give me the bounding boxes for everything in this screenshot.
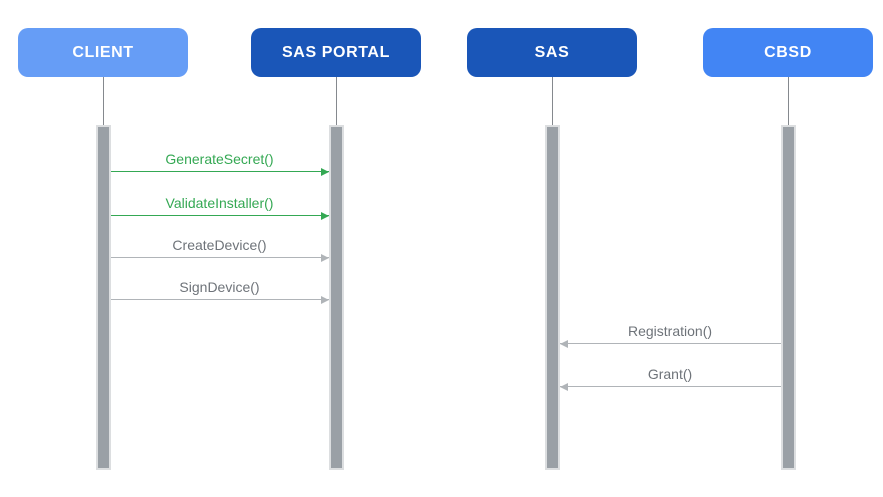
activation-bar-cbsd	[780, 125, 796, 470]
message-generatesecret: GenerateSecret()	[110, 146, 329, 176]
message-validateinstaller: ValidateInstaller()	[110, 190, 329, 220]
actor-label-cbsd: CBSD	[764, 43, 812, 61]
message-line	[110, 299, 329, 300]
message-label: Registration()	[627, 323, 713, 339]
message-signdevice: SignDevice()	[110, 274, 329, 304]
arrow-right-icon	[320, 296, 329, 304]
activation-bar-sas	[544, 125, 560, 470]
message-label: GenerateSecret()	[165, 151, 274, 167]
message-line	[110, 171, 329, 172]
message-label: SignDevice()	[179, 279, 260, 295]
arrow-left-icon	[559, 340, 568, 348]
message-registration: Registration()	[559, 318, 781, 348]
actor-label-sas-portal: SAS PORTAL	[282, 43, 390, 61]
actor-box-client: CLIENT	[18, 28, 188, 77]
lifeline-connector-sas	[552, 77, 553, 125]
actor-box-sas-portal: SAS PORTAL	[251, 28, 421, 77]
message-line	[559, 343, 781, 344]
message-grant: Grant()	[559, 361, 781, 391]
activation-bar-sas-portal	[328, 125, 344, 470]
message-label: CreateDevice()	[172, 237, 267, 253]
message-line	[110, 257, 329, 258]
message-label: Grant()	[647, 366, 693, 382]
actor-label-client: CLIENT	[72, 43, 134, 61]
actor-box-cbsd: CBSD	[703, 28, 873, 77]
arrow-right-icon	[320, 168, 329, 176]
arrow-right-icon	[320, 212, 329, 220]
actor-label-sas: SAS	[534, 43, 570, 61]
message-createdevice: CreateDevice()	[110, 232, 329, 262]
arrow-left-icon	[559, 383, 568, 391]
actor-box-sas: SAS	[467, 28, 637, 77]
message-label: ValidateInstaller()	[165, 195, 274, 211]
lifeline-connector-sas-portal	[336, 77, 337, 125]
lifeline-connector-cbsd	[788, 77, 789, 125]
message-line	[110, 215, 329, 216]
lifeline-connector-client	[103, 77, 104, 125]
activation-bar-client	[95, 125, 111, 470]
arrow-right-icon	[320, 254, 329, 262]
message-line	[559, 386, 781, 387]
